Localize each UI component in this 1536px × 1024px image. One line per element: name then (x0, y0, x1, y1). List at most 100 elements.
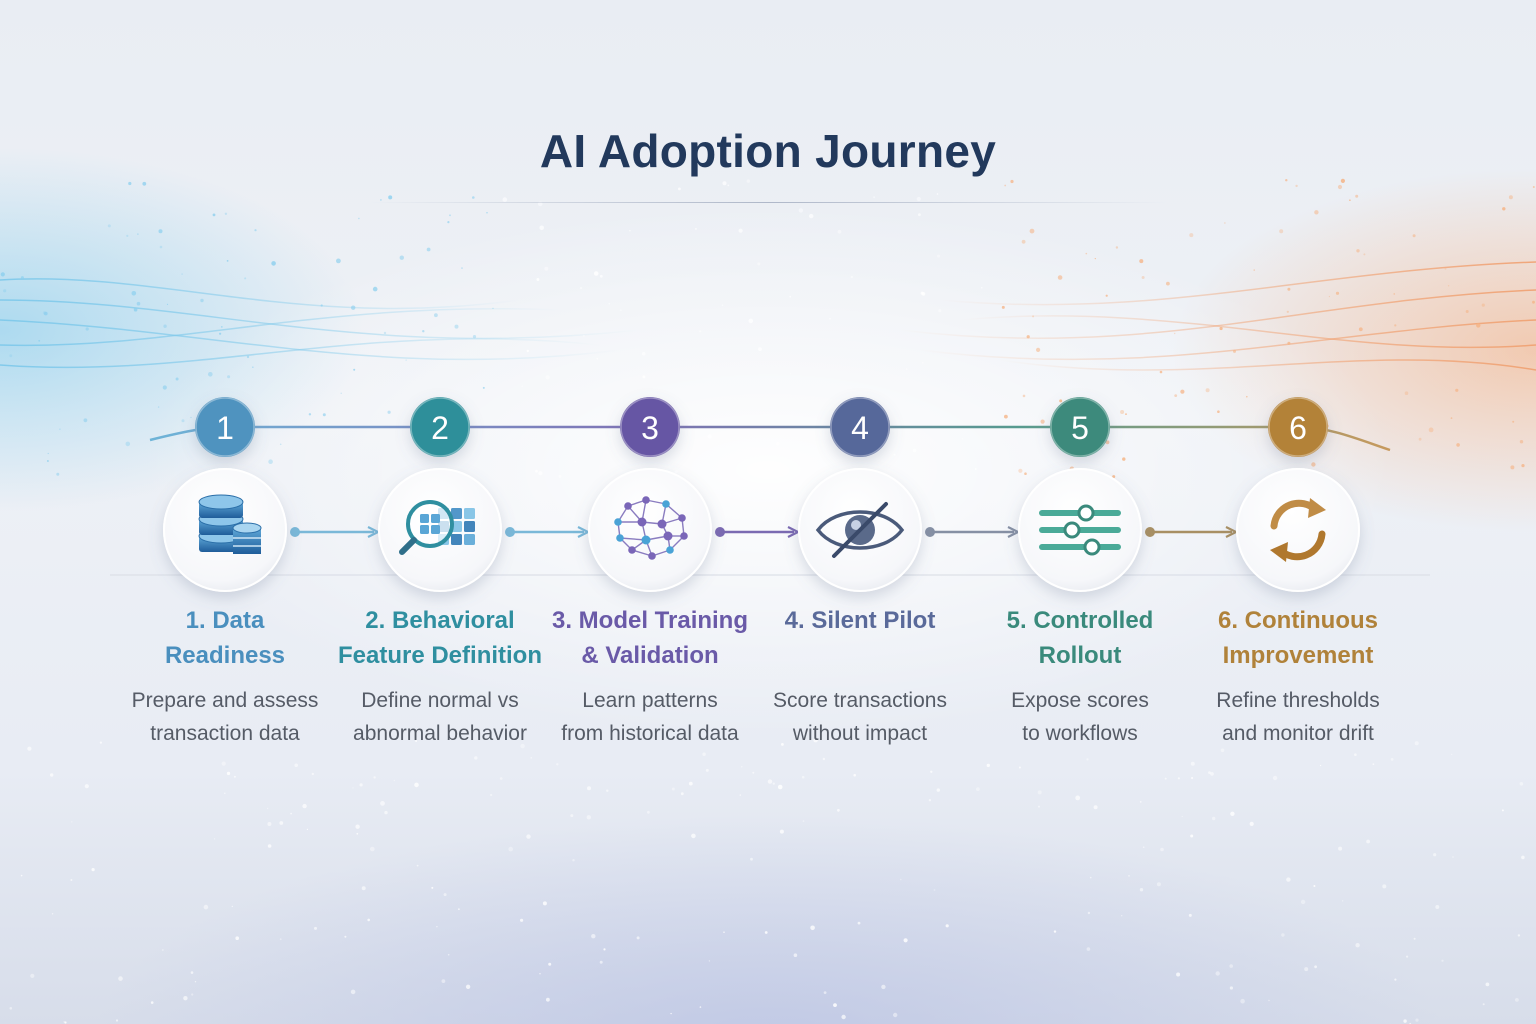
sparkle-dot (415, 740, 418, 742)
sparkle-dot (1279, 229, 1284, 234)
step-description-line: and monitor drift (1222, 722, 1374, 745)
sparkle-dot (1337, 184, 1343, 190)
sparkle-dot (1160, 847, 1164, 852)
sparkle-dot (900, 878, 902, 881)
sparkle-dot (1075, 795, 1081, 801)
sparkle-dot (212, 213, 216, 217)
sparkle-dot (356, 832, 359, 835)
sparkle-dot (1363, 253, 1366, 256)
step-connector-arrow (925, 526, 1021, 538)
sparkle-dot (1166, 281, 1170, 286)
left-light-waves (0, 278, 641, 369)
sparkle-dot (781, 743, 784, 746)
sparkle-dot (20, 874, 23, 877)
sparkle-dot (1342, 900, 1344, 902)
sparkle-dot (71, 821, 73, 823)
sparkle-dot (1328, 295, 1330, 298)
sparkle-dot (443, 893, 447, 897)
step-title-line: 1. Data (185, 607, 265, 634)
step-1-number-badge: 1 (195, 397, 255, 457)
sparkle-dot (1010, 179, 1014, 184)
sparkle-dot (50, 773, 54, 777)
sparkle-dot (670, 1012, 672, 1015)
sparkle-dot (1174, 394, 1178, 397)
sparkle-dot (526, 349, 529, 353)
step-title-line: 5. Controlled (1006, 607, 1154, 634)
sparkle-dot (1240, 998, 1245, 1004)
step-6-number-badge: 6 (1268, 397, 1328, 457)
sparkle-dot (802, 820, 805, 822)
sparkle-dot (912, 448, 917, 453)
sparkle-dot (1205, 388, 1210, 393)
sparkle-dot (367, 918, 371, 922)
sparkle-dot (526, 834, 531, 839)
sparkle-dot (322, 413, 326, 417)
sparkle-dot (20, 276, 24, 280)
sparkle-dot (1521, 855, 1525, 860)
sparkle-dot (1089, 876, 1092, 879)
sparkle-dot (893, 1012, 898, 1018)
sparkle-dot (1476, 323, 1481, 328)
sparkle-dot (336, 258, 341, 264)
sparkle-dot (928, 799, 932, 802)
sparkle-dot (472, 335, 477, 339)
sparkle-dot (520, 743, 525, 749)
sparkle-dot (1268, 999, 1270, 1002)
step-description-line: to workflows (1022, 722, 1138, 745)
sparkle-dot (678, 187, 681, 191)
sparkle-dot (938, 309, 942, 313)
sparkle-dot (674, 470, 678, 474)
sparkle-dot (1340, 178, 1345, 183)
sparkle-dot (399, 255, 404, 260)
sparkle-dot (841, 1014, 846, 1020)
sparkle-dot (1447, 285, 1450, 287)
sparkle-dot (51, 913, 54, 915)
sparkle-dot (705, 768, 709, 772)
step-3-number-badge: 3 (620, 397, 680, 457)
sparkle-dot (542, 901, 547, 906)
sparkle-dot (1286, 310, 1289, 313)
sparkle-dot (83, 418, 88, 423)
sparkle-dot (1094, 258, 1096, 260)
sparkle-dot (1441, 959, 1444, 962)
sparkle-dot (1032, 315, 1035, 318)
sparkle-dot (99, 741, 102, 744)
sparkle-dot (873, 196, 876, 199)
step-4-icon-circle (798, 468, 922, 592)
sparkle-dot (499, 777, 503, 780)
sparkle-dot (629, 230, 631, 232)
sparkle-dot (126, 234, 129, 237)
sparkle-dot (539, 225, 544, 231)
sparkle-dot (1018, 766, 1021, 769)
sparkle-dot (789, 295, 792, 298)
sparkle-dot (974, 468, 977, 470)
sparkle-dot (976, 787, 980, 791)
sparkle-dot (1349, 199, 1351, 201)
sparkle-dot (853, 773, 856, 777)
title-divider (370, 202, 1166, 203)
sparkle-dot (63, 1021, 66, 1023)
sparkle-dot (214, 838, 216, 840)
sparkle-dot (190, 416, 192, 419)
sparkle-dot (691, 833, 696, 839)
sparkle-dot (372, 286, 378, 292)
sparkle-dot (579, 287, 583, 290)
sparkle-dot (707, 434, 712, 439)
sparkle-dot (461, 267, 463, 269)
sparkle-dot (1314, 210, 1319, 215)
sparkle-dot (582, 334, 585, 337)
step-1-icon-circle (163, 468, 287, 592)
sparkle-dot (1482, 1003, 1485, 1006)
step-2-number-badge: 2 (410, 397, 470, 457)
sparkle-dot (373, 776, 376, 779)
sparkle-dot (833, 1003, 837, 1007)
sparkle-dot (539, 973, 541, 975)
sparkle-dot (1532, 186, 1535, 188)
sliders-icon (1039, 504, 1121, 556)
sparkle-dot (200, 298, 204, 303)
sparkle-dot (1249, 821, 1254, 827)
sparkle-dot (647, 810, 650, 814)
sparkle-dot (556, 763, 559, 766)
